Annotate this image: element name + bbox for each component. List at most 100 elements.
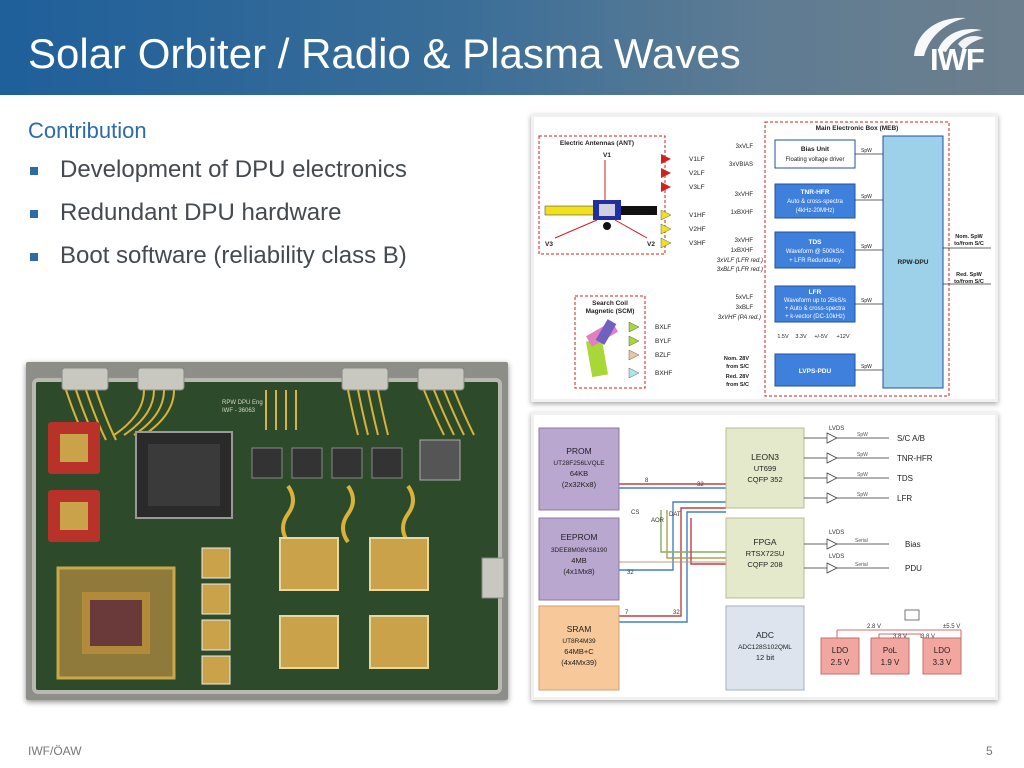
input-label: 3xBLF [736,305,754,311]
bullet-square-icon [30,167,38,175]
rpw-block-diagram: Main Electronic Box (MEB) Electric Anten… [531,114,998,402]
title-bar [0,0,1024,95]
interface-label: PDU [905,564,922,573]
tnr-hfr-title: TNR-HFR [801,189,830,196]
adc-block [725,605,805,691]
eeprom-block [538,517,620,601]
power-label: Nom. 28V [724,356,749,362]
eeprom-org: (4x1Mx8) [563,567,595,576]
leon3-pkg: CQFP 352 [747,475,782,484]
signal-v1lf: V1LF [689,156,705,163]
leon3-block [725,427,805,509]
fpga-part: RTSX72SU [746,549,785,558]
pcb-illustration: RPW DPU Eng IWF - 36063 [26,362,508,700]
sram-title: SRAM [567,624,592,634]
signal-v1hf: V1HF [689,212,706,219]
prom-org: (2x32Kx8) [562,480,597,489]
bus-label: DAT [669,512,681,518]
leon3-title: LEON3 [751,452,779,462]
lfr-line2: + Auto & cross-spectra [785,306,846,312]
bullet-item: Redundant DPU hardware [28,199,407,242]
ldo-3v3-block [922,637,962,675]
serial-label: Serial [855,562,868,568]
signal-bxhf: BXHF [655,370,672,377]
spw-label: SpW [861,194,872,200]
power-label: from S/C [726,364,749,370]
spw-label: SpW [857,432,868,438]
input-label: 3xVLF (LFR red.) [717,258,763,264]
lfr-line3: + k-vector (DC-10kHz) [785,314,845,320]
ant-label-v3: V3 [545,241,553,248]
lfr-line1: Waveform up to 25kS/s [784,298,846,304]
rpw-dpu-block [882,135,944,389]
rpw-dpu-label: RPW-DPU [898,259,929,266]
scm-box [574,295,646,389]
bullet-text: Boot software (reliability class B) [60,242,407,269]
footer-text: IWF/ÖAW [28,744,82,758]
dpu-diagram-svg: 8 32 CS AOR DAT 32 7 32 PROM UT28F256LVQ… [534,415,995,697]
lvps-pdu-block [774,353,856,387]
right-out-label: to/from S/C [954,279,984,285]
interface-label: LFR [897,494,912,503]
logo-text: IWF [930,42,985,77]
right-out-label: Red. SpW [956,272,982,278]
tnr-hfr-line1: Auto & cross-spectra [787,199,843,205]
ldo-2v5-block [820,637,860,675]
input-label: 3xBLF (LFR red.) [717,267,763,273]
tds-title: TDS [809,239,823,246]
dpu-hardware-diagram: 8 32 CS AOR DAT 32 7 32 PROM UT28F256LVQ… [531,412,998,700]
signal-v3hf: V3HF [689,240,706,247]
ldo-2v5-line2: 2.5 V [831,658,850,667]
input-label: 3xVHF (PA red.) [718,315,761,321]
scm-title-1: Search Coil [592,300,628,307]
lvds-label: LVDS [829,530,844,536]
rail-label: 3.8 V [921,634,935,640]
leon3-part: UT699 [754,464,777,473]
spw-label: SpW [861,244,872,250]
ant-label-v2: V2 [647,241,655,248]
contribution-heading: Contribution [28,118,147,143]
adc-title: ADC [756,630,774,640]
input-label: 3xVLF [736,144,754,150]
spw-label: SpW [861,298,872,304]
voltage-label: 3.3V [795,334,807,340]
input-label: 3xVBIAS [729,162,753,168]
fpga-title: FPGA [753,537,776,547]
lfr-title: LFR [809,289,822,296]
right-out-label: Nom. SpW [955,234,983,240]
fpga-block [725,517,805,599]
rail-label: 3.8 V [893,634,907,640]
input-label: 5xVLF [736,295,754,301]
bus-label: 32 [627,570,634,576]
iwf-logo-icon [914,17,984,56]
eeprom-title: EEPROM [561,532,598,542]
tds-line2: + LFR Redundancy [789,258,841,264]
lvps-pdu-title: LVPS-PDU [799,368,832,375]
rail-label: ±5.5 V [943,624,960,630]
bullet-square-icon [30,253,38,261]
tds-line1: Waveform @ 500kS/s [786,249,844,255]
adc-bits: 12 bit [756,653,775,662]
rpw-diagram-svg: Main Electronic Box (MEB) Electric Anten… [534,117,995,399]
ldo-2v5-line1: LDO [832,646,848,655]
bus-label: 8 [645,478,649,484]
sram-org: (4x4Mx39) [561,658,597,667]
ldo-3v3-line2: 3.3 V [933,658,952,667]
bullet-item: Development of DPU electronics [28,156,407,199]
tnr-hfr-block [774,183,856,219]
spw-label: SpW [861,364,872,370]
voltage-label: 1.5V [777,334,789,340]
prom-size: 64KB [570,469,588,478]
voltage-label: +/-5V [814,334,828,340]
spw-label: SpW [861,148,872,154]
ant-box [538,135,666,255]
bus-label: CS [631,510,639,516]
search-coil-icon [585,319,618,378]
bullet-text: Redundant DPU hardware [60,199,342,226]
meb-title: Main Electronic Box (MEB) [816,125,899,132]
interface-label: TDS [897,474,913,483]
pol-1v9-line2: 1.9 V [881,658,900,667]
sram-size: 64MB+C [564,647,594,656]
signal-bxlf: BXLF [655,324,671,331]
bias-unit-block [774,139,856,169]
